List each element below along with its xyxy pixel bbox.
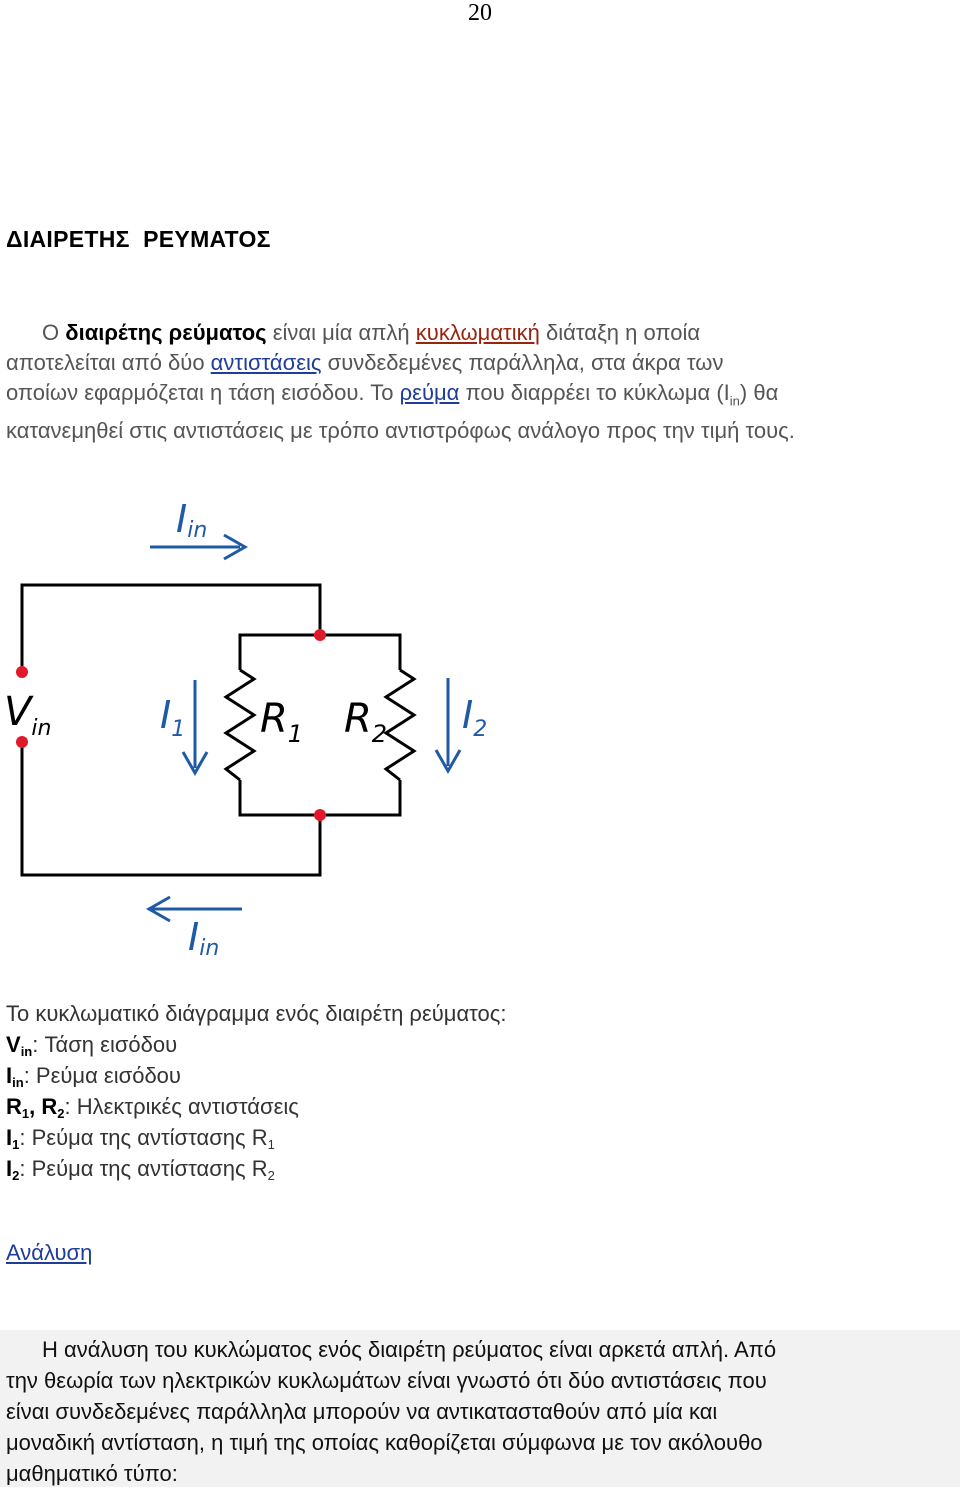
legend-caption: Το κυκλωματικό διάγραμμα ενός διαιρέτη ρ… xyxy=(6,1001,507,1026)
analysis-block: Η ανάλυση του κυκλώματος ενός διαιρέτη ρ… xyxy=(0,1330,960,1487)
label-r2: R2 xyxy=(344,696,387,748)
legend-row-iin: Iin: Ρεύμα εισόδου xyxy=(6,1063,181,1090)
terminal-node-bottom xyxy=(16,736,28,748)
terminal-node-top xyxy=(16,666,28,678)
junction-node-bottom xyxy=(314,809,326,821)
legend-row-i2: I2: Ρεύμα της αντίστασης R2 xyxy=(6,1156,275,1183)
current-i1-arrow xyxy=(181,680,209,777)
label-v-in: Vin xyxy=(4,689,51,741)
section-heading: ΔΙΑΙΡΕΤΗΣ ΡΕΥΜΑΤΟΣ xyxy=(6,226,271,252)
label-i2: I2 xyxy=(462,693,487,742)
label-i-in-top: Iin xyxy=(176,497,207,543)
legend-row-r: R1, R2: Ηλεκτρικές αντιστάσεις xyxy=(6,1094,299,1121)
input-current-arrow-top xyxy=(150,533,249,561)
diagram-legend: Το κυκλωματικό διάγραμμα ενός διαιρέτη ρ… xyxy=(6,998,946,1184)
analysis-line-1: Η ανάλυση του κυκλώματος ενός διαιρέτη ρ… xyxy=(42,1337,777,1362)
current-divider-diagram: Iin Iin I1 I2 R1 R2 Vin xyxy=(4,497,487,961)
legend-row-vin: Vin: Τάση εισόδου xyxy=(6,1032,178,1059)
resistor-r2 xyxy=(383,668,417,782)
intro-line-4: κατανεμηθεί στις αντιστάσεις με τρόπο αν… xyxy=(6,418,795,444)
page-number: 20 xyxy=(468,0,492,26)
link-circuit[interactable]: κυκλωματική xyxy=(415,320,540,345)
legend-row-i1: I1: Ρεύμα της αντίστασης R1 xyxy=(6,1125,275,1152)
circuit-nodes xyxy=(16,629,326,821)
label-i1: I1 xyxy=(160,693,185,742)
analysis-line-3: είναι συνδεδεμένες παράλληλα μπορούν να … xyxy=(6,1399,718,1424)
resistor-r1 xyxy=(223,668,257,782)
analysis-link[interactable]: Ανάλυση xyxy=(6,1240,93,1265)
analysis-line-4: μοναδική αντίσταση, η τιμή της οποίας κα… xyxy=(6,1430,763,1455)
term-current-divider: διαιρέτης ρεύματος xyxy=(65,320,267,345)
link-current[interactable]: ρεύμα xyxy=(399,380,460,405)
link-resistors[interactable]: αντιστάσεις xyxy=(210,350,322,375)
analysis-paragraph: Η ανάλυση του κυκλώματος ενός διαιρέτη ρ… xyxy=(6,1334,956,1489)
intro-line-1: Ο διαιρέτης ρεύματος είναι μία απλή κυκλ… xyxy=(42,320,701,345)
analysis-line-2: την θεωρία των ηλεκτρικών κυκλωμάτων είν… xyxy=(6,1368,767,1393)
analysis-line-5: μαθηματικό τύπο: xyxy=(6,1461,178,1486)
junction-node-top xyxy=(314,629,326,641)
intro-line-3: οποίων εφαρμόζεται η τάση εισόδου. Το ρε… xyxy=(6,380,779,409)
label-r1: R1 xyxy=(260,696,303,748)
input-current-arrow-bottom xyxy=(145,895,242,923)
label-i-in-bottom: Iin xyxy=(188,915,219,961)
current-i2-arrow xyxy=(434,678,462,775)
intro-paragraph: Ο διαιρέτης ρεύματος είναι μία απλή κυκλ… xyxy=(6,318,956,446)
intro-line-2: αποτελείται από δύο αντιστάσεις συνδεδεμ… xyxy=(6,350,724,375)
